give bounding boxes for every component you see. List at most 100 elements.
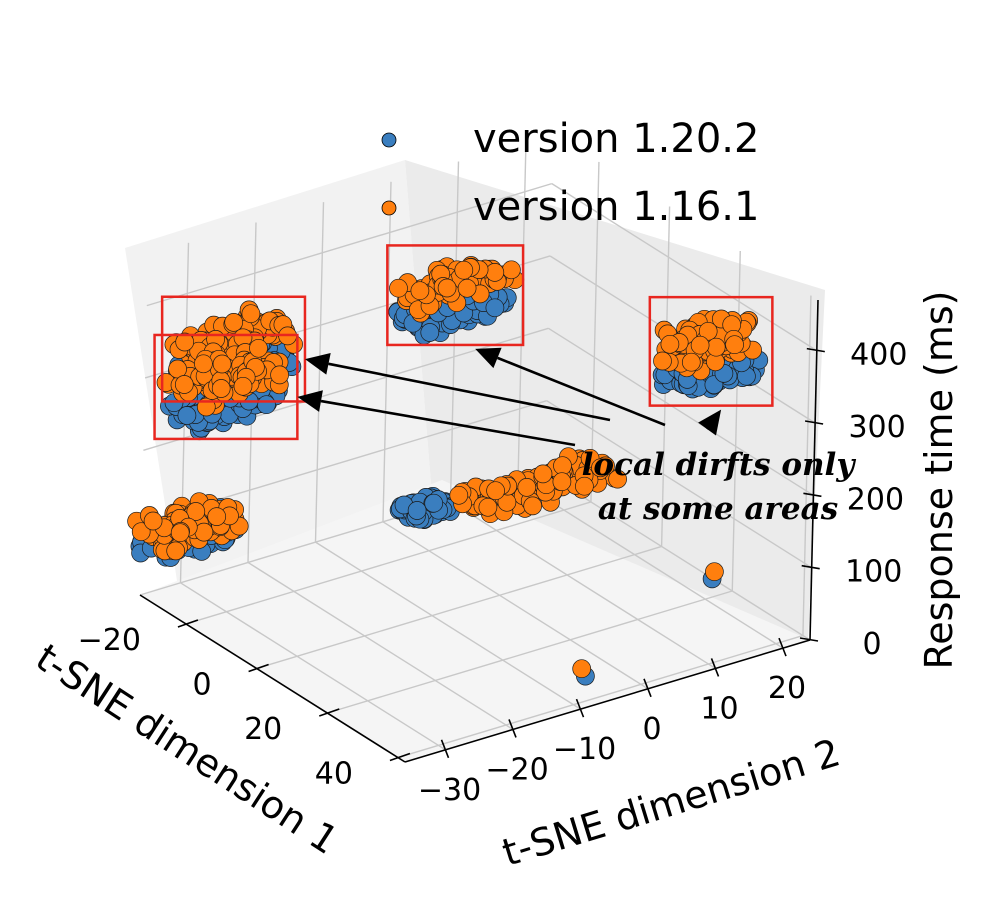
- grid-x-floor-2: [327, 590, 733, 714]
- point-s0-c4-88: [407, 501, 427, 520]
- arrow-shaft-1: [320, 399, 576, 447]
- x-tick-0: [177, 619, 199, 628]
- annotation-arrows: [297, 347, 722, 447]
- point-s1-c4-84: [553, 456, 572, 476]
- grid-z-left-4: [146, 182, 553, 307]
- grid-x-floor-1: [256, 545, 662, 670]
- grid-x-floor-3: [397, 634, 804, 759]
- z-tick-label-4: 400: [850, 338, 907, 373]
- point-s1-c2-87: [194, 354, 213, 374]
- point-s1-c0-61: [131, 522, 151, 542]
- point-s1-c2-84: [174, 375, 194, 394]
- point-s1-c4-82: [523, 496, 543, 516]
- x-tick-label-3: 40: [315, 757, 353, 792]
- y-tick-label-3: 0: [642, 712, 661, 747]
- x-axis-line: [139, 594, 406, 763]
- point-s1-c1-86: [224, 313, 244, 332]
- point-s1-c0-86: [143, 511, 163, 531]
- point-s1-c3-86: [437, 278, 457, 298]
- arrow-head-2: [475, 347, 502, 369]
- y-tick-3: [643, 678, 652, 698]
- y-tick-2: [575, 698, 585, 718]
- y-tick-label-5: 20: [768, 671, 806, 706]
- x-tick-label-0: −20: [78, 623, 141, 658]
- highlight-box-1: [153, 333, 299, 441]
- y-axis-label: t-SNE dimension 2: [497, 730, 845, 875]
- z-axis-line: [809, 299, 819, 641]
- point-s1-c4-87: [449, 485, 469, 505]
- y-tick-label-4: 10: [700, 691, 738, 726]
- z-tick-1: [801, 564, 820, 570]
- point-s1-c5-86: [690, 335, 710, 355]
- point-s1-c4-86: [478, 497, 498, 517]
- grid-x-floor-0: [185, 501, 592, 625]
- legend-label-1: version 1.20.2: [473, 116, 759, 162]
- grid-z-back-1: [546, 400, 813, 569]
- point-s1-c3-89: [454, 260, 474, 280]
- grid-y-wall-2: [314, 202, 325, 543]
- point-s1-c6-0: [572, 659, 592, 679]
- y-tick-5: [778, 637, 787, 657]
- point-s1-c2-86: [212, 354, 232, 374]
- y-tick-1: [508, 719, 517, 738]
- annotation-line-1: local dirfts only: [582, 447, 857, 483]
- point-s1-c4-89: [517, 478, 537, 497]
- y-tick-label-0: −30: [418, 773, 481, 808]
- z-tick-2: [803, 492, 822, 498]
- legend-label-2: version 1.16.1: [473, 184, 759, 230]
- x-tick-label-1: 0: [193, 667, 212, 702]
- highlight-box-0: [160, 295, 307, 403]
- z-tick-label-2: 200: [847, 482, 904, 517]
- z-tick-0: [799, 637, 819, 642]
- z-tick-4: [806, 347, 825, 353]
- point-s1-c4-88: [486, 481, 505, 501]
- grid-y-floor-5: [517, 480, 784, 649]
- highlight-box-2: [386, 244, 525, 347]
- point-s1-c5-78: [698, 321, 718, 341]
- point-s1-c2-83: [249, 338, 268, 358]
- grid-y-floor-4: [450, 500, 716, 670]
- point-s0-c3-88: [485, 298, 505, 318]
- highlight-box-3: [648, 295, 774, 407]
- x-tick-3: [389, 752, 411, 762]
- point-s0-c3-73: [420, 323, 440, 342]
- point-s1-c3-85: [457, 278, 477, 298]
- point-s0-c4-89: [424, 493, 444, 513]
- x-tick-label-2: 20: [244, 712, 282, 747]
- point-s1-c0-88: [207, 507, 227, 526]
- grid-y-floor-2: [315, 541, 581, 710]
- z-tick-label-3: 300: [848, 410, 905, 445]
- point-s1-c0-87: [166, 541, 186, 561]
- floor-pane: [140, 480, 810, 762]
- point-s1-c4-53: [608, 469, 627, 489]
- grid-y-floor-0: [180, 582, 446, 751]
- grid-y-wall-3: [382, 181, 392, 522]
- point-s1-c1-81: [241, 304, 261, 324]
- point-s1-c2-88: [233, 376, 253, 396]
- point-s0-c2-78: [257, 395, 276, 415]
- z-axis-label: Response time (ms): [917, 291, 961, 670]
- y-tick-4: [710, 658, 720, 677]
- grid-x-wall-0: [590, 161, 600, 502]
- grid-x-wall-3: [802, 295, 812, 636]
- data-points: [127, 256, 769, 686]
- point-s1-c7-0: [705, 562, 724, 582]
- point-s1-c4-83: [533, 464, 553, 484]
- arrow-shaft-0: [328, 362, 611, 422]
- point-s1-c5-85: [681, 352, 701, 372]
- legend: version 1.20.2 version 1.16.1: [381, 116, 759, 230]
- y-tick-label-1: −20: [485, 752, 548, 787]
- point-s1-c0-78: [186, 502, 206, 521]
- highlight-boxes: [153, 244, 774, 441]
- point-s1-c2-81: [270, 365, 289, 385]
- z-tick-label-1: 100: [845, 555, 902, 590]
- x-tick-2: [319, 708, 340, 717]
- point-s1-c0-77: [194, 522, 214, 542]
- point-s1-c4-85: [552, 472, 572, 492]
- point-s1-c4-72: [591, 458, 610, 478]
- x-tick-1: [248, 663, 269, 673]
- grid-y-floor-3: [382, 521, 649, 690]
- point-s1-c2-89: [211, 379, 231, 398]
- y-tick-label-2: −10: [553, 732, 616, 767]
- grid-x-wall-2: [731, 250, 741, 592]
